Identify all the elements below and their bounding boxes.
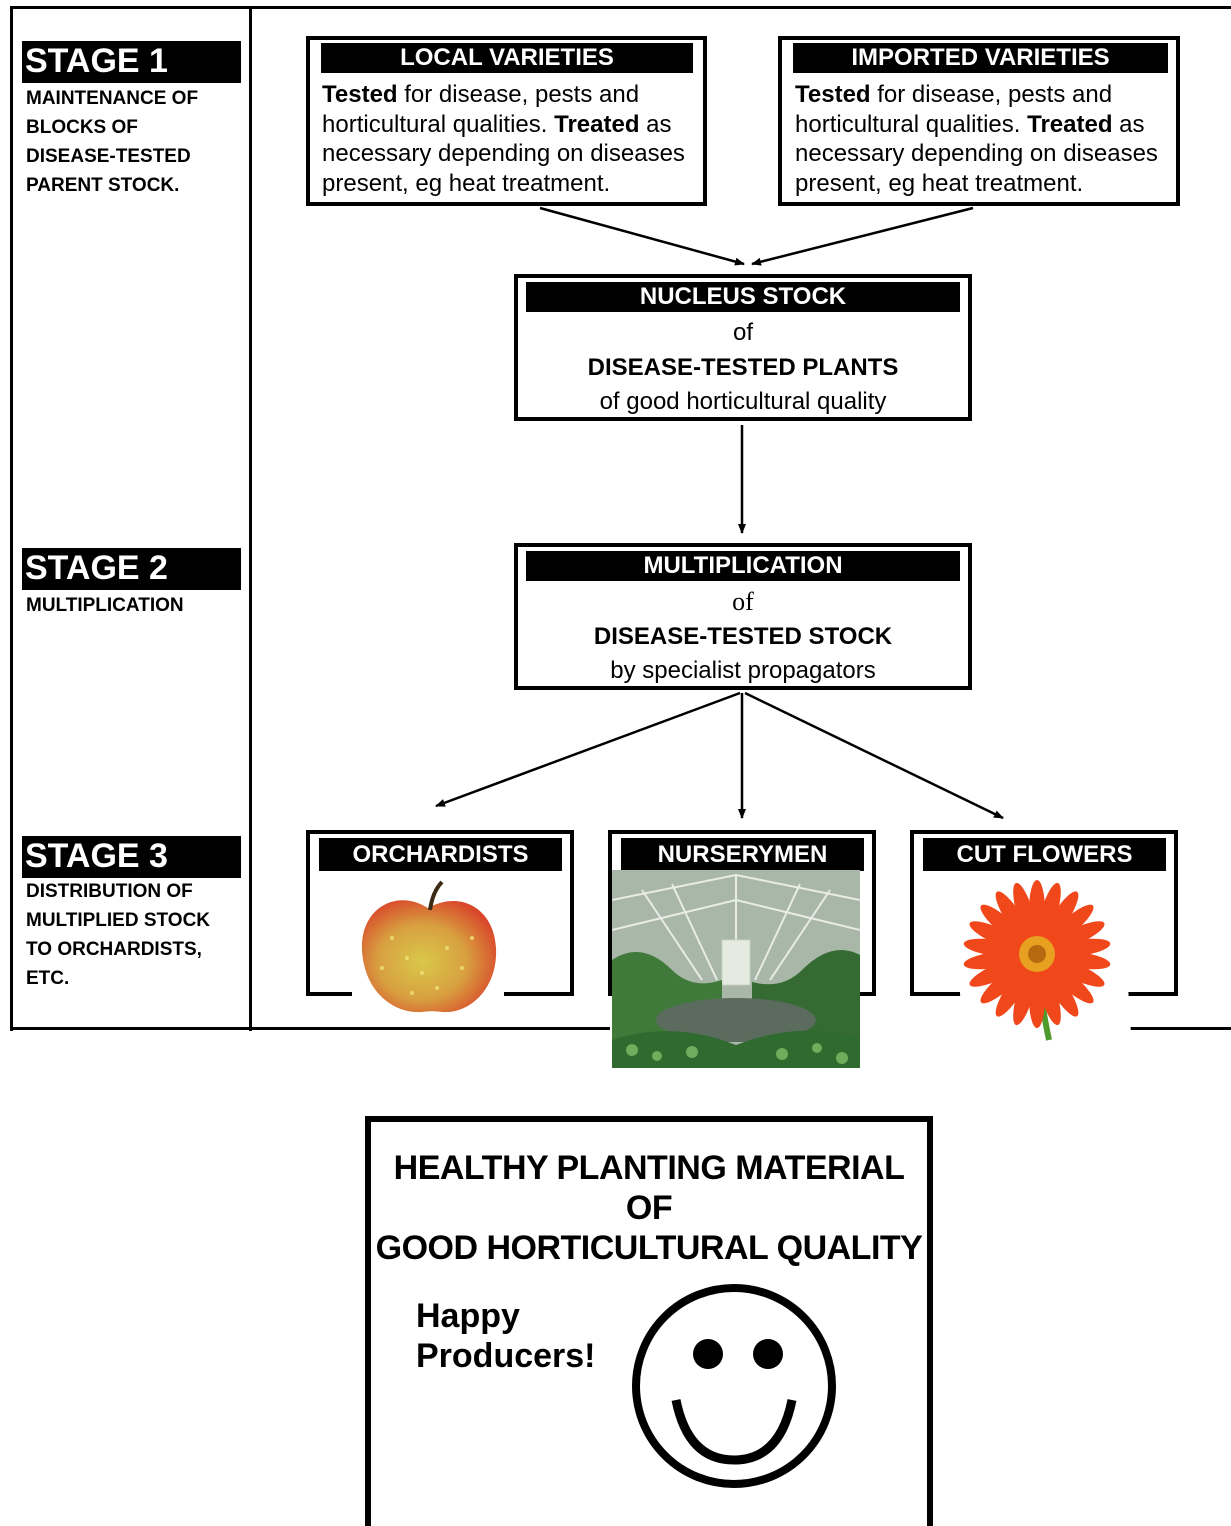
stage-3-desc-line: TO ORCHARDISTS, <box>26 939 202 960</box>
apple-icon <box>352 878 504 1020</box>
local-varieties-text: Tested for disease, pests and horticultu… <box>322 80 707 198</box>
nucleus-sub-text: of good horticultural quality <box>599 388 887 415</box>
arrow-imported-to-nucleus <box>751 206 974 266</box>
flower-petal <box>1049 921 1105 951</box>
outcome-title: HEALTHY PLANTING MATERIAL OF GOOD HORTIC… <box>371 1148 927 1268</box>
stage-2-desc-line: MULTIPLICATION <box>26 595 184 616</box>
local-varieties-box: LOCAL VARIETIES Tested for disease, pest… <box>306 36 707 206</box>
stage-3-desc-line: MULTIPLIED STOCK <box>26 910 211 931</box>
flower-petal <box>1013 967 1037 1026</box>
flower-petal <box>1013 882 1037 941</box>
cut-flowers-title: CUT FLOWERS <box>923 838 1166 871</box>
flower-petal <box>969 957 1025 987</box>
flower-petal <box>980 904 1028 946</box>
frame-bottom-border-left <box>10 1027 610 1030</box>
nucleus-stock-box: NUCLEUS STOCK of DISEASE-TESTED PLANTS o… <box>514 274 972 421</box>
flower-petal <box>1046 962 1094 1004</box>
imported-varieties-text: Tested for disease, pests and horticultu… <box>795 80 1180 198</box>
arrow-to-orchardists <box>435 691 741 808</box>
nucleus-stock-title: NUCLEUS STOCK <box>526 282 960 312</box>
text-line: necessary depending on diseases <box>795 140 1158 167</box>
nucleus-of: of <box>732 319 753 346</box>
flower-petal <box>995 965 1031 1017</box>
stage-2-label: STAGE 2 <box>22 548 241 590</box>
stage-1-description: MAINTENANCE OF BLOCKS OF DISEASE-TESTED … <box>26 84 241 200</box>
outcome-title-line: GOOD HORTICULTURAL QUALITY <box>375 1229 923 1267</box>
multiplication-of: of <box>732 587 754 616</box>
arrow-local-to-nucleus <box>539 206 745 266</box>
outcome-box: HEALTHY PLANTING MATERIAL OF GOOD HORTIC… <box>365 1116 933 1526</box>
stage-2-description: MULTIPLICATION <box>26 591 241 620</box>
frame-column-divider <box>249 6 252 1031</box>
happy-line: Producers! <box>416 1337 596 1375</box>
greenhouse-photo <box>612 870 860 1068</box>
text-line: horticultural qualities. Treated as <box>322 110 672 138</box>
orchardists-title: ORCHARDISTS <box>319 838 562 871</box>
stage-1-desc-line: DISEASE-TESTED <box>26 146 191 167</box>
text-line: present, eg heat treatment. <box>322 169 611 197</box>
multiplication-title: MULTIPLICATION <box>526 551 960 581</box>
flower-petal <box>1049 957 1105 987</box>
happy-line: Happy <box>416 1297 520 1335</box>
outcome-title-line: HEALTHY PLANTING MATERIAL OF <box>393 1149 905 1227</box>
gerbera-flower-icon <box>955 876 1131 1054</box>
imported-varieties-title: IMPORTED VARIETIES <box>793 43 1168 73</box>
local-varieties-title: LOCAL VARIETIES <box>321 43 693 73</box>
flower-petal <box>1043 965 1079 1017</box>
frame-bottom-border-right <box>1090 1027 1231 1030</box>
flower-petal <box>980 962 1028 1004</box>
flower-petal <box>969 921 1025 951</box>
arrow-to-cut-flowers <box>744 691 1004 820</box>
happy-producers-text: Happy Producers! <box>416 1296 596 1376</box>
nucleus-main-text: DISEASE-TESTED PLANTS <box>587 354 899 381</box>
stage-3-label: STAGE 3 <box>22 836 241 878</box>
smiley-face-icon <box>632 1284 836 1488</box>
flower-petal <box>1046 904 1094 946</box>
multiplication-main-text: DISEASE-TESTED STOCK <box>593 623 893 650</box>
imported-varieties-box: IMPORTED VARIETIES Tested for disease, p… <box>778 36 1180 206</box>
flower-petal <box>1037 882 1061 941</box>
text-line: horticultural qualities. Treated as <box>795 110 1145 138</box>
stage-3-desc-line: DISTRIBUTION OF <box>26 881 193 902</box>
nurserymen-title: NURSERYMEN <box>621 838 864 871</box>
multiplication-sub-text: by specialist propagators <box>610 657 876 684</box>
text-line: present, eg heat treatment. <box>795 169 1084 197</box>
frame-top-border <box>10 6 1231 9</box>
multiplication-box: MULTIPLICATION of DISEASE-TESTED STOCK b… <box>514 543 972 690</box>
stage-3-description: DISTRIBUTION OF MULTIPLIED STOCK TO ORCH… <box>26 877 241 993</box>
stage-1-desc-line: PARENT STOCK. <box>26 175 180 196</box>
flower-petal <box>1043 891 1079 943</box>
flower-petal <box>995 891 1031 943</box>
text-line: necessary depending on diseases <box>322 140 685 167</box>
stage-3-desc-line: ETC. <box>26 968 70 989</box>
text-line: Tested for disease, pests and <box>322 81 640 108</box>
stage-1-desc-line: BLOCKS OF <box>26 117 138 138</box>
stage-1-label: STAGE 1 <box>22 41 241 83</box>
text-line: Tested for disease, pests and <box>795 81 1113 108</box>
stage-1-desc-line: MAINTENANCE OF <box>26 88 199 109</box>
frame-left-border <box>10 6 13 1031</box>
